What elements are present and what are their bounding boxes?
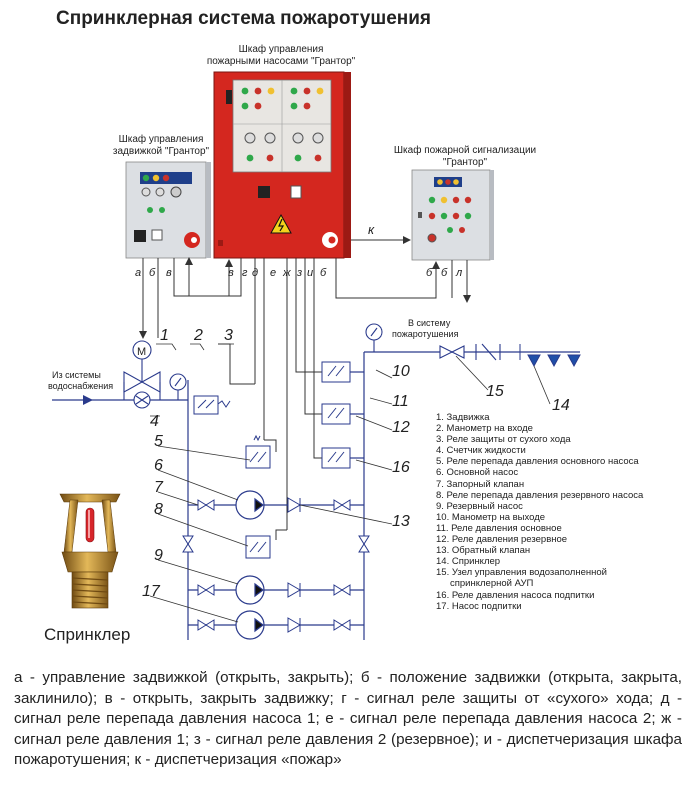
valve-cabinet-label-line2: задвижкой "Грантор"	[112, 146, 210, 157]
component-number-15: 15	[486, 383, 504, 400]
makeup-pump-17	[235, 610, 265, 640]
legend-item: 11. Реле давления основное	[436, 522, 562, 534]
page-title: Спринклерная система пожаротушения	[56, 8, 432, 29]
legend-item: 3. Реле защиты от сухого хода	[436, 434, 571, 446]
legend-item: 12. Реле давления резервное	[436, 534, 568, 546]
legend-item: 13. Обратный клапан	[436, 545, 531, 557]
signal-letter-i: и	[307, 267, 313, 279]
legend-item: 17. Насос подпитки	[436, 600, 522, 612]
signal-letter-g: г	[242, 267, 248, 279]
gate-valve-1	[123, 340, 161, 400]
legend-item: 15. Узел управления водозаполненной	[436, 567, 607, 579]
component-number-8: 8	[154, 501, 163, 518]
shutoff-valves-7	[182, 499, 370, 631]
component-number-4: 4	[150, 413, 159, 430]
pressure-diff-relay-5	[245, 434, 271, 469]
sprinkler-control-unit-15	[439, 343, 501, 361]
pump-cabinet-indicator-lamps	[241, 87, 324, 162]
component-number-5: 5	[154, 433, 163, 450]
pump-cabinet-label-line2: пожарными насосами "Грантор"	[206, 56, 356, 67]
legend-item: 6. Основной насос	[436, 467, 519, 479]
leader-lines	[149, 343, 551, 623]
inlet-label-line1: Из системы	[52, 370, 101, 380]
outlet-label-line2: пожаротушения	[392, 329, 459, 339]
component-number-10: 10	[392, 363, 410, 380]
sprinkler-heads-14	[519, 344, 581, 368]
signal-letter-z: з	[296, 267, 302, 279]
component-numbers: 1 2 3 4 5 6 7 8 9 17 10 11 12 16 13 15 1…	[142, 327, 570, 600]
reserve-pump-9	[235, 575, 265, 605]
pump-cabinet-label-line1: Шкаф управления	[238, 44, 324, 55]
component-number-7: 7	[154, 479, 164, 496]
component-number-17: 17	[142, 583, 161, 600]
legend-item: 2. Манометр на входе	[436, 423, 533, 435]
component-number-2: 2	[193, 327, 203, 344]
main-pump-6	[235, 490, 265, 520]
signal-letter-v-pump: в	[228, 267, 234, 279]
makeup-pressure-relay-16	[321, 447, 351, 469]
pressure-diff-relay-8	[245, 535, 271, 559]
legend-item: 10. Манометр на выходе	[436, 511, 546, 523]
pressure-gauge-outlet-10	[365, 323, 383, 352]
signal-letter-l: л	[455, 267, 462, 279]
pump-cabinet-label: Шкаф управления пожарными насосами "Гран…	[186, 44, 376, 68]
valve-control-cabinet	[125, 161, 211, 259]
component-number-12: 12	[392, 419, 410, 436]
component-number-11: 11	[392, 393, 409, 410]
valve-cabinet-label: Шкаф управления задвижкой "Грантор"	[96, 134, 226, 158]
signal-letter-k: к	[368, 222, 375, 237]
signal-letter-b-valve: б	[149, 267, 156, 279]
legend-item: 8. Реле перепада давления резервного нас…	[436, 489, 644, 501]
signal-notes-paragraph: а - управление задвижкой (открыть, закры…	[14, 669, 682, 769]
signal-letter-b-alarm-2: б	[441, 267, 448, 279]
legend-item: 14. Спринклер	[436, 556, 501, 568]
legend-item: 9. Резервный насос	[436, 500, 523, 512]
legend-item: 4. Счетчик жидкости	[436, 445, 526, 457]
signal-letter-b-pump: б	[320, 267, 327, 279]
component-number-6: 6	[154, 457, 163, 474]
signal-letters: а б в в г д е ж з и б б б л к	[135, 222, 462, 279]
component-number-16: 16	[392, 459, 410, 476]
signal-letter-e: е	[270, 267, 276, 279]
signal-wires	[139, 236, 471, 540]
legend-item: спринклерной АУП	[450, 578, 534, 590]
sprinkler-photo	[59, 493, 121, 609]
pressure-relay-11	[321, 361, 351, 383]
inlet-label-line2: водоснабжения	[48, 381, 113, 391]
high-voltage-warning-icon	[270, 213, 292, 234]
outlet-label-line1: В систему	[408, 318, 451, 328]
signal-letter-a: а	[135, 267, 141, 279]
inlet-label: Из системы водоснабжения	[48, 370, 113, 391]
component-legend: 1. Задвижка 2. Манометр на входе 3. Реле…	[436, 412, 686, 612]
pressure-gauge-inlet-2	[169, 373, 187, 400]
legend-item: 7. Запорный клапан	[436, 478, 525, 490]
component-number-14: 14	[552, 397, 570, 414]
component-number-13: 13	[392, 513, 410, 530]
alarm-cabinet-label-line1: Шкаф пожарной сигнализации	[393, 145, 537, 156]
legend-item: 1. Задвижка	[436, 412, 490, 423]
outlet-label: В систему пожаротушения	[392, 318, 459, 339]
pump-control-cabinet	[213, 71, 351, 259]
component-number-3: 3	[224, 327, 233, 344]
pressure-relay-12	[321, 403, 351, 425]
check-valves-13	[287, 497, 301, 633]
component-number-9: 9	[154, 547, 163, 564]
fire-alarm-cabinet	[411, 169, 494, 261]
signal-letter-b-alarm-1: б	[426, 267, 433, 279]
dry-run-relay-3	[193, 395, 231, 415]
water-meter-4	[133, 391, 151, 409]
signal-letter-v-valve: в	[166, 267, 172, 279]
valve-cabinet-label-line1: Шкаф управления	[118, 134, 204, 145]
alarm-cabinet-label: Шкаф пожарной сигнализации "Грантор"	[380, 145, 550, 169]
legend-item: 16. Реле давления насоса подпитки	[436, 589, 595, 601]
component-number-1: 1	[160, 327, 169, 344]
sprinkler-caption: Спринклер	[44, 625, 131, 644]
motor-symbol: М	[137, 346, 146, 358]
signal-letter-zh: ж	[282, 267, 291, 279]
alarm-cabinet-label-line2: "Грантор"	[442, 157, 488, 168]
signal-letter-d: д	[252, 267, 258, 279]
legend-item: 5. Реле перепада давления основного насо…	[436, 456, 639, 468]
